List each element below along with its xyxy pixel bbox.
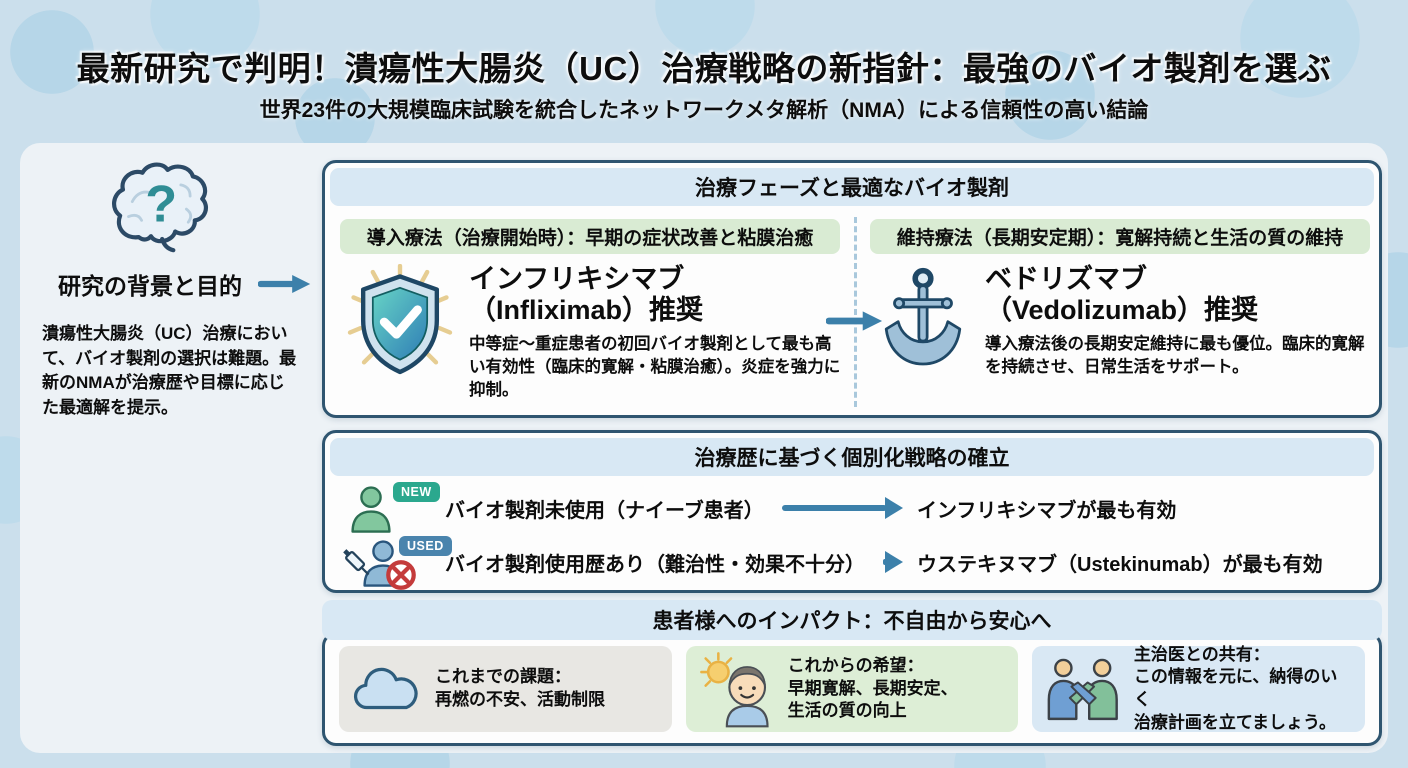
card-line: 早期寛解、長期安定、 — [787, 678, 958, 698]
phase-panel-title: 治療フェーズと最適なバイオ製剤 — [330, 168, 1374, 206]
maintenance-drug-suffix: （Vedolizumab）推奨 — [985, 295, 1259, 326]
intro-body-text: 潰瘍性大腸炎（UC）治療において、バイオ製剤の選択は難題。最新のNMAが治療歴や… — [42, 324, 297, 417]
card-title: 主治医との共有： — [1133, 644, 1270, 664]
intro-heading: 研究の背景と目的 — [58, 273, 242, 299]
history-row-naive: NEW バイオ製剤未使用（ナイーブ患者） インフリキシマブが最も有効 — [325, 481, 1379, 535]
patient-used-syringe-icon: USED — [341, 535, 452, 590]
card-title: これからの希望： — [787, 656, 924, 676]
column-divider — [854, 217, 857, 407]
card-title: これまでの課題： — [435, 667, 571, 687]
history-row-result: ウステキヌマブ（Ustekinumab）が最も有効 — [917, 553, 1323, 576]
induction-column: 導入療法（治療開始時）：早期の症状改善と粘膜治癒 — [325, 211, 855, 411]
history-row-experienced: USED バイオ製剤使用歴あり（難治性・効果不十分） ウステキヌマブ（Ustek… — [325, 535, 1379, 590]
brain-question-icon: ? — [108, 159, 220, 263]
history-row-label: バイオ製剤未使用（ナイーブ患者） — [445, 499, 764, 522]
cloud-icon — [353, 667, 418, 710]
impact-panel-title: 患者様へのインパクト：不自由から安心へ — [322, 600, 1382, 640]
maintenance-drug-description: 導入療法後の長期安定維持に最も優位。臨床的寛解を持続させ、日常生活をサポート。 — [985, 334, 1365, 376]
history-panel: 治療歴に基づく個別化戦略の確立 NEW バイオ製剤未使用（ナイーブ患者） インフ… — [322, 430, 1382, 593]
impact-card-past: これまでの課題： 再燃の不安、活動制限 — [339, 646, 672, 732]
card-line: この情報を元に、納得のいく — [1133, 667, 1338, 709]
no-effect-icon — [386, 560, 416, 590]
phase-panel: 治療フェーズと最適なバイオ製剤 導入療法（治療開始時）：早期の症状改善と粘膜治癒 — [322, 160, 1382, 418]
induction-drug-description: 中等症〜重症患者の初回バイオ製剤として最も高い有効性（臨床的寛解・粘膜治癒）。炎… — [469, 334, 841, 399]
card-line: 再燃の不安、活動制限 — [435, 690, 605, 709]
patient-new-icon: NEW — [341, 481, 445, 535]
card-line: 生活の質の向上 — [787, 701, 907, 721]
question-mark-glyph: ? — [145, 175, 177, 233]
handshake-icon — [1047, 658, 1119, 721]
sun-person-icon — [699, 652, 769, 728]
induction-drug-suffix: （Infliximab）推奨 — [469, 295, 704, 326]
phase-flow-arrow-icon — [825, 308, 884, 334]
impact-card-hope: これからの希望： 早期寛解、長期安定、 生活の質の向上 — [685, 646, 1019, 732]
new-badge: NEW — [393, 482, 440, 502]
page-title: 最新研究で判明！潰瘍性大腸炎（UC）治療戦略の新指針：最強のバイオ製剤を選ぶ — [76, 50, 1332, 88]
page-subtitle: 世界23件の大規模臨床試験を統合したネットワークメタ解析（NMA）による信頼性の… — [259, 99, 1149, 122]
history-row-result: インフリキシマブが最も有効 — [917, 499, 1177, 522]
flow-arrow-icon — [883, 551, 903, 573]
history-row-label: バイオ製剤使用歴あり（難治性・効果不十分） — [445, 553, 865, 576]
used-badge: USED — [399, 536, 452, 556]
maintenance-column: 維持療法（長期安定期）：寛解持続と生活の質の維持 ベドリズマ — [855, 211, 1385, 411]
syringe-icon — [343, 549, 370, 576]
impact-card-doctor: 主治医との共有： この情報を元に、納得のいく 治療計画を立てましょう。 — [1032, 644, 1366, 732]
maintenance-tag: 維持療法（長期安定期）：寛解持続と生活の質の維持 — [870, 219, 1370, 254]
main-content-panel: ? 研究の背景と目的 潰瘍性大腸炎（UC）治療において、バイオ製剤の選択は難題。… — [20, 143, 1388, 753]
anchor-icon — [871, 264, 975, 372]
induction-tag: 導入療法（治療開始時）：早期の症状改善と粘膜治癒 — [340, 219, 840, 254]
maintenance-drug-name: ベドリズマブ — [985, 264, 1147, 294]
history-panel-title: 治療歴に基づく個別化戦略の確立 — [330, 438, 1374, 476]
flow-arrow-icon — [781, 497, 904, 519]
shield-check-icon — [341, 264, 459, 380]
card-line: 治療計画を立てましょう。 — [1133, 712, 1336, 732]
right-arrow-icon — [258, 275, 311, 293]
impact-panel: これまでの課題： 再燃の不安、活動制限 — [322, 632, 1382, 746]
induction-drug-name: インフリキシマブ — [469, 264, 685, 294]
